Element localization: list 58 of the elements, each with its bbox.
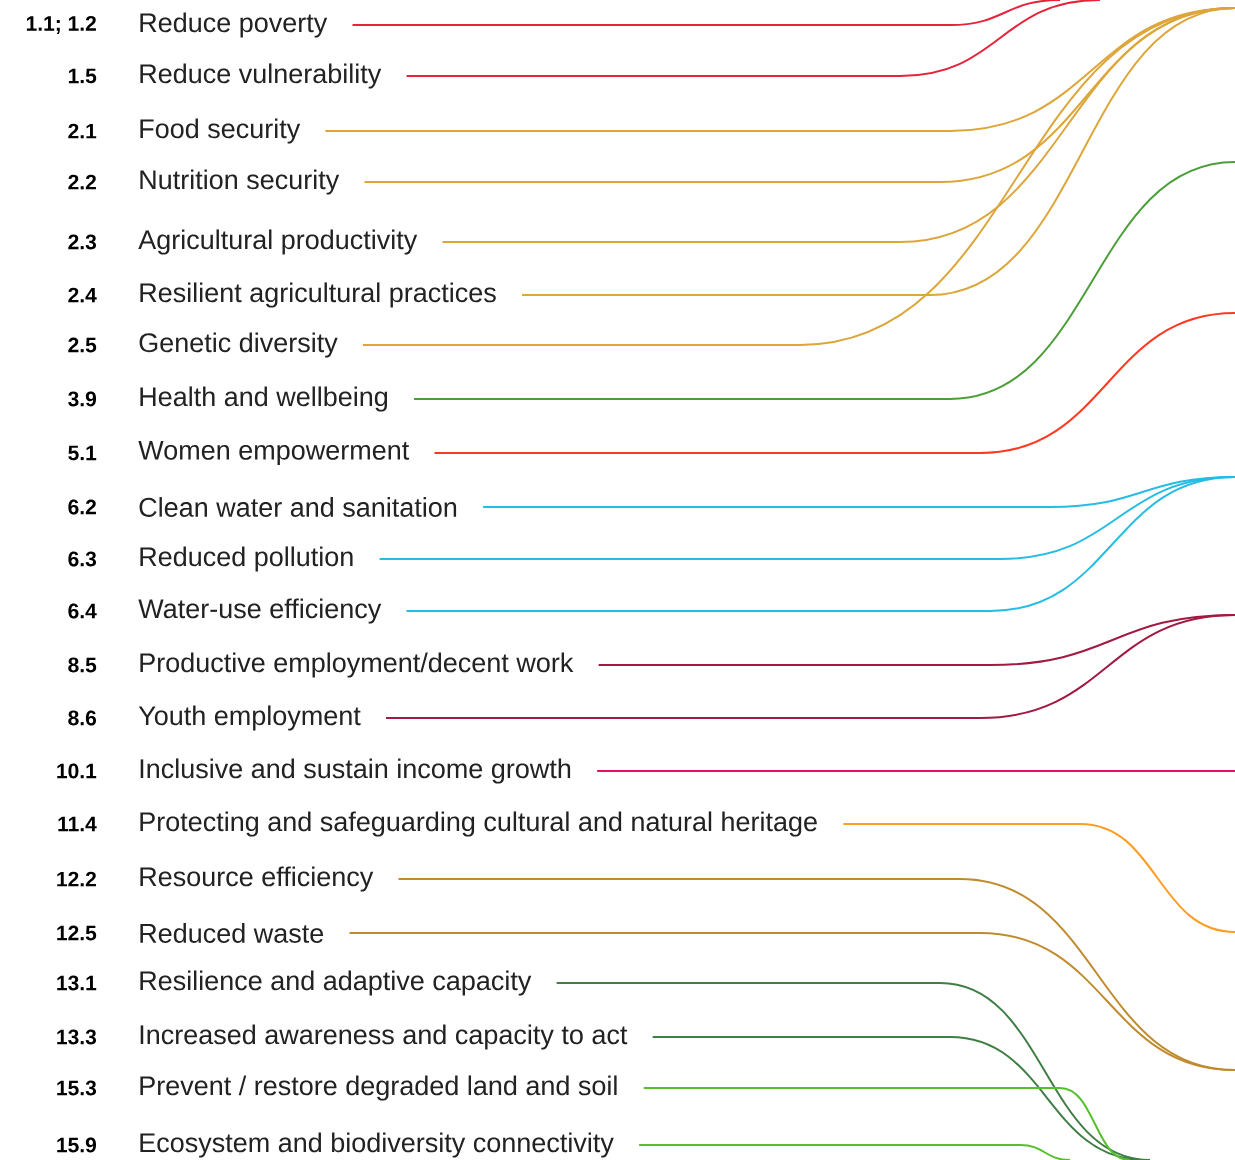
goal-label: Women empowerment — [138, 440, 410, 466]
target-number: 6.2 — [68, 499, 96, 515]
target-number: 2.1 — [68, 123, 97, 139]
target-number: 15.3 — [57, 1080, 97, 1096]
goal-label: Reduced pollution — [140, 546, 353, 572]
connector-line — [385, 614, 1235, 719]
connector-line — [405, 0, 1101, 77]
target-number: 12.2 — [57, 871, 96, 887]
target-number: 8.6 — [68, 710, 97, 726]
target-number: 12.5 — [57, 925, 97, 941]
target-number: 2.5 — [68, 337, 97, 353]
target-number: 1.5 — [68, 68, 97, 84]
target-number: 15.9 — [57, 1137, 96, 1153]
goal-label: Resilient agricultural practices — [140, 282, 496, 308]
goal-label: Reduce vulnerability — [140, 63, 382, 89]
connector-line — [842, 823, 1235, 933]
goal-label: Genetic diversity — [139, 332, 338, 358]
goal-label: Resource efficiency — [140, 866, 374, 892]
goal-label: Inclusive and sustain income growth — [140, 758, 571, 784]
goal-label: Youth employment — [138, 705, 361, 731]
target-number: 8.5 — [68, 657, 97, 673]
target-number: 5.1 — [68, 445, 97, 461]
connector-line — [642, 1087, 1131, 1160]
goal-label: Health and wellbeing — [140, 386, 388, 412]
goal-label: Food security — [140, 118, 301, 144]
goal-label: Ecosystem and biodiversity connectivity — [140, 1132, 614, 1158]
target-number: 13.3 — [57, 1029, 97, 1045]
goal-label: Reduced waste — [140, 923, 324, 943]
connector-line — [413, 161, 1235, 400]
goal-label: Increased awareness and capacity to act — [140, 1024, 628, 1050]
goal-label: Water-use efficiency — [138, 598, 382, 624]
goal-label: Agricultural productivity — [138, 229, 418, 255]
target-number: 11.4 — [58, 816, 97, 832]
goal-label: Productive employment/decent work — [140, 652, 574, 678]
connector-line — [433, 312, 1235, 454]
target-number: 2.4 — [68, 287, 97, 303]
goal-label: Clean water and sanitation — [139, 497, 457, 517]
connector-line — [405, 476, 1235, 612]
connector-line — [596, 770, 1235, 772]
connector-line — [555, 982, 1151, 1160]
target-number: 10.1 — [57, 763, 97, 779]
goal-label: Protecting and safeguarding cultural and natural heritage — [140, 811, 817, 837]
goal-label: Reduce poverty — [140, 12, 328, 38]
target-number: 3.9 — [68, 391, 96, 407]
connector-line — [362, 7, 1235, 346]
target-number: 1.1; 1.2 — [26, 16, 96, 34]
connector-line — [638, 1144, 1071, 1160]
target-number: 6.3 — [68, 551, 97, 567]
goal-label: Resilience and adaptive capacity — [140, 970, 532, 996]
connector-line — [651, 1036, 1146, 1160]
target-number: 2.2 — [68, 174, 96, 190]
target-number: 6.4 — [68, 603, 97, 619]
goal-label: Prevent / restore degraded land and soil — [140, 1075, 617, 1101]
connector-line — [348, 932, 1235, 1071]
goal-label: Nutrition security — [140, 169, 340, 195]
connector-line — [351, 0, 1061, 26]
target-number: 13.1 — [57, 975, 97, 991]
target-number: 2.3 — [68, 234, 97, 250]
